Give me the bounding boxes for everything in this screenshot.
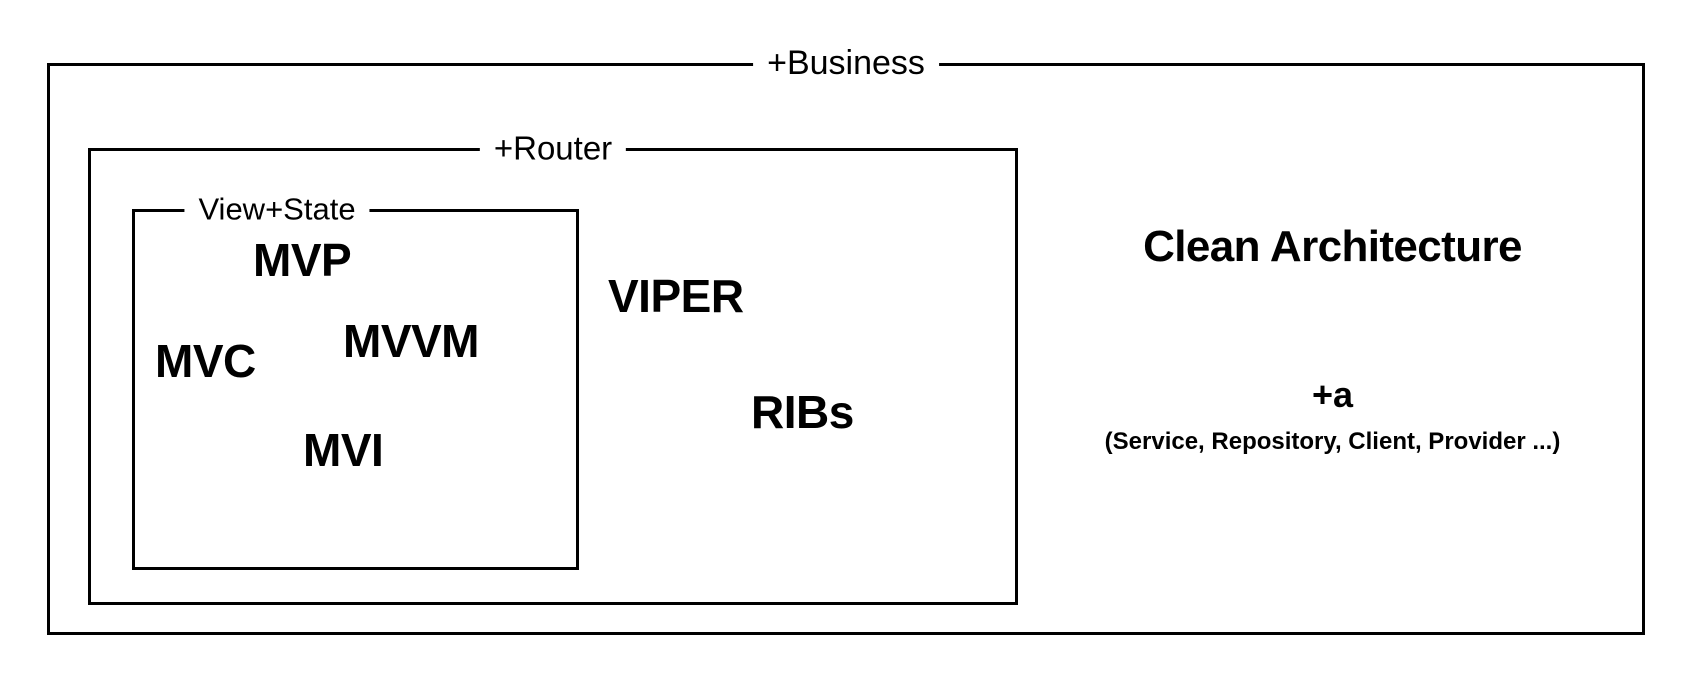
pattern-label-mvvm: MVVM (343, 315, 480, 367)
pattern-label-mvi: MVI (303, 424, 384, 476)
clean-architecture-components: (Service, Repository, Client, Provider .… (1104, 428, 1561, 455)
layer-label-business: +Business (753, 46, 939, 80)
layer-box-business: +Business (47, 46, 1645, 635)
clean-architecture-block: Clean Architecture +a (Service, Reposito… (1020, 225, 1645, 455)
pattern-label-viper: VIPER (608, 270, 744, 322)
layer-box-router: +Router (88, 131, 1018, 605)
clean-architecture-plus-label: +a (1311, 374, 1354, 415)
pattern-label-ribs: RIBs (751, 386, 854, 438)
layer-box-view-state: View+State (132, 193, 579, 570)
layer-label-router: +Router (479, 131, 627, 165)
layer-label-view-state: View+State (184, 193, 370, 225)
pattern-label-mvp: MVP (253, 234, 352, 286)
pattern-label-mvc: MVC (155, 335, 256, 387)
clean-architecture-title: Clean Architecture (1143, 222, 1522, 271)
